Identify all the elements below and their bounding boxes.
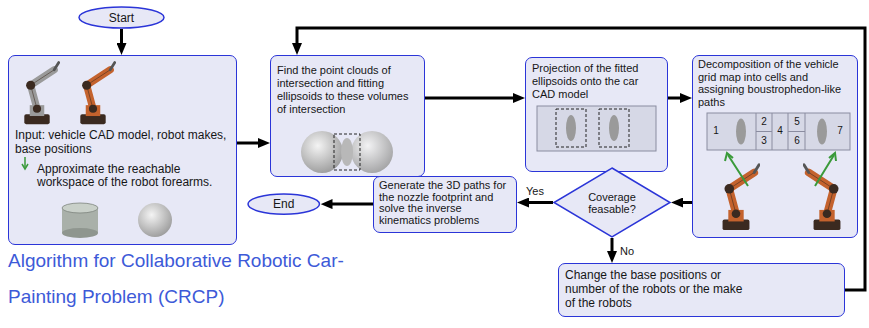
projected-ellipsoid	[736, 119, 746, 145]
workspace-sphere	[301, 131, 343, 173]
process-box: Change the base positions or number of t…	[558, 263, 845, 317]
workspace-cylinder	[62, 203, 98, 213]
ellipse-shape	[79, 7, 164, 28]
workspace-sphere	[351, 131, 393, 173]
node-text: Input: vehicle CAD model, robot makes, b…	[15, 128, 231, 156]
callout-number: 1	[713, 126, 719, 136]
terminal-ellipse: Start	[78, 6, 165, 29]
node-text: Coverage feasable?	[584, 191, 640, 215]
edge-label: No	[618, 245, 636, 257]
green-arrow	[728, 155, 834, 186]
robot-figure	[24, 63, 58, 125]
flow-arrow	[611, 238, 614, 255]
flow-arrow	[329, 203, 374, 206]
callout-number: 5	[794, 117, 800, 127]
grid-map	[707, 113, 850, 150]
dashed-frame	[334, 134, 360, 170]
projected-ellipsoid	[566, 115, 576, 141]
green-arrow	[24, 157, 26, 167]
flow-arrow	[425, 97, 517, 100]
callout-number: 4	[777, 126, 783, 136]
projected-ellipsoid	[817, 119, 827, 145]
green-arrow	[725, 153, 836, 161]
node-text: Projection of the fitted ellipsoids onto…	[532, 62, 662, 101]
flow-arrow	[679, 201, 692, 204]
node-text: End	[259, 197, 309, 211]
flow-arrow	[120, 29, 123, 47]
node-text: Decomposition of the vehicle grid map in…	[698, 58, 853, 108]
flow-arrow	[525, 201, 553, 204]
decision-diamond: Coverage feasable?	[553, 167, 671, 238]
green-arrow	[22, 164, 28, 169]
workspace-sphere	[138, 203, 172, 237]
flow-arrow	[237, 142, 262, 145]
node-text: Find the point clouds of intersection an…	[277, 64, 419, 116]
robot-figure	[80, 63, 114, 125]
workspace-cylinder	[62, 228, 98, 238]
cell-divider	[756, 113, 805, 150]
dashed-frame	[599, 109, 629, 147]
projected-ellipsoid	[609, 115, 619, 141]
node-text: Start	[92, 11, 152, 25]
diamond-shape	[554, 168, 670, 237]
node-text: Approximate the reachable workspace of t…	[37, 163, 233, 189]
callout-number: 6	[794, 136, 800, 146]
ellipse-shape	[248, 194, 320, 214]
diagram-title: Algorithm for Collaborative Robotic Car-…	[8, 243, 353, 315]
process-box: Generate the 3D paths for the nozzle foo…	[373, 176, 517, 233]
callout-number: 2	[761, 117, 767, 127]
node-text: Change the base positions or number of t…	[565, 268, 750, 310]
dashed-frame	[556, 109, 586, 147]
flow-arrow	[668, 97, 684, 100]
process-box: Input: vehicle CAD model, robot makes, b…	[8, 55, 237, 245]
callout-number: 3	[761, 136, 767, 146]
car-panel	[537, 106, 656, 151]
terminal-ellipse: End	[247, 193, 321, 215]
intersection-ellipsoid	[341, 138, 353, 166]
edge-label: Yes	[524, 185, 546, 197]
node-text: Generate the 3D paths for the nozzle foo…	[379, 180, 512, 226]
callout-number: 7	[837, 126, 843, 136]
